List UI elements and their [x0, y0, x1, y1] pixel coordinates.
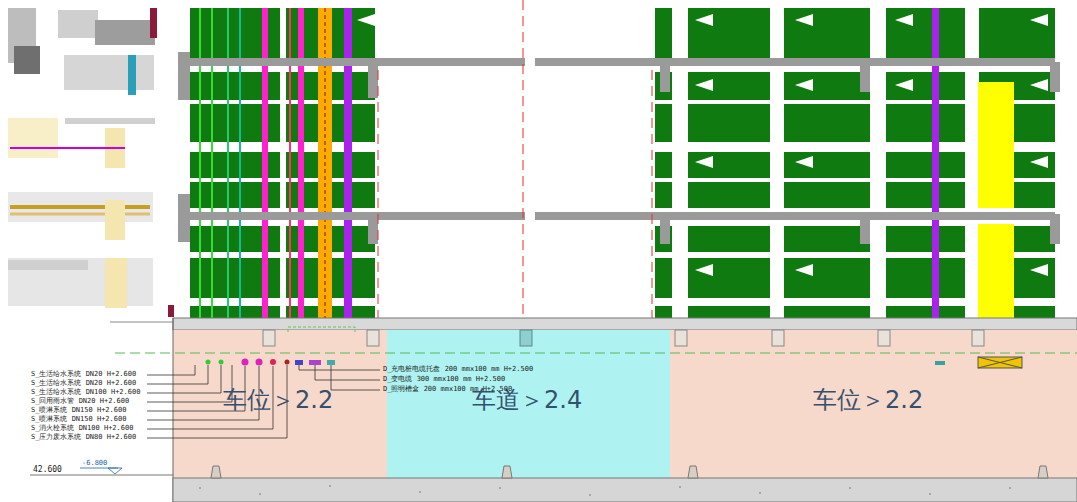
- parking-plan: [190, 8, 1055, 318]
- clearance-zone: 车位＞2.2: [173, 330, 387, 478]
- section: [30, 318, 1077, 502]
- elevation-value: 42.600: [33, 466, 62, 474]
- pipe-label: S_生活给水系统 DN20 H+2.600: [31, 371, 136, 378]
- pipe-label: S_消火栓系统 DN100 H+2.600: [31, 425, 133, 432]
- pipe-label: S_生活给水系统 DN20 H+2.600: [31, 380, 136, 387]
- pipe-label: S_回用雨水管 DN20 H+2.600: [31, 398, 129, 405]
- pipe-label: S_喷淋系统 DN150 H+2.600: [31, 416, 126, 423]
- pipe-label: S_生活给水系统 DN100 H+2.600: [31, 389, 140, 396]
- tray-label: D_充电桩电缆托盘 200 mmx100 mm H+2.500: [383, 366, 533, 373]
- pipe-label: S_压力废水系统 DN80 H+2.600: [31, 434, 136, 441]
- elevation-value: -6.800: [82, 460, 107, 467]
- pipes-plan: [200, 8, 1014, 318]
- thumbnails: [8, 8, 174, 317]
- pipe-dots: [206, 359, 336, 366]
- clearance-zone: 车道＞2.4: [387, 330, 670, 478]
- leader-lines: [147, 365, 380, 438]
- clearance-label: 车位＞2.2: [223, 388, 333, 412]
- pipe-label: S_喷淋系统 DN150 H+2.600: [31, 407, 126, 414]
- aisle-gaps: [190, 0, 1055, 318]
- tray-label: D_变电缆 300 mmx100 mm H+2.500: [383, 376, 505, 383]
- clearance-zone: 车位＞2.2: [670, 330, 1077, 478]
- clearance-label: 车位＞2.2: [813, 388, 923, 412]
- tray-label: D_照明槽盒 200 mmx100 mm H+2.500: [383, 386, 512, 393]
- lane-markers: [357, 14, 1048, 276]
- beams-plan: [178, 52, 1060, 244]
- red-dashes: [378, 0, 652, 318]
